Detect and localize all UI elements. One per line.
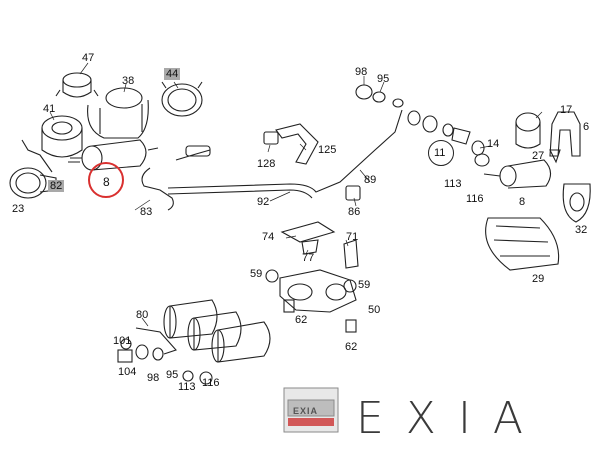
label-98-top: 98 — [355, 66, 368, 78]
label-116-bottom: 116 — [202, 377, 220, 389]
hose-83 — [141, 167, 174, 211]
label-125: 125 — [318, 144, 337, 156]
label-77: 77 — [302, 252, 315, 264]
label-8-right: 8 — [519, 196, 526, 208]
pump-assembly-lower — [163, 299, 271, 363]
clamp-44 — [161, 81, 203, 117]
label-128: 128 — [257, 158, 276, 170]
washer-116 — [199, 371, 213, 385]
label-74: 74 — [262, 231, 275, 243]
label-47: 47 — [82, 52, 95, 64]
bracket-74 — [280, 221, 336, 243]
clip-77 — [301, 239, 319, 255]
label-17: 17 — [560, 104, 573, 116]
sleeve-41 — [41, 115, 83, 158]
label-113-bottom: 113 — [178, 381, 196, 393]
label-95-bottom: 95 — [166, 369, 179, 381]
exia-logo-graphic — [283, 387, 339, 433]
nut-113 — [182, 370, 194, 382]
cover-29 — [485, 217, 560, 271]
label-82: 82 — [48, 180, 65, 192]
bracket-125 — [275, 123, 319, 165]
highlight-circle — [88, 162, 124, 198]
label-83: 83 — [140, 206, 153, 218]
label-113-top: 113 — [444, 178, 462, 190]
label-50: 50 — [368, 304, 381, 316]
fitting-101 — [120, 338, 132, 350]
label-41: 41 — [43, 103, 56, 115]
nut-59a — [265, 269, 279, 283]
fuel-line-92 — [167, 109, 403, 193]
strap-32 — [562, 183, 591, 223]
washer-98 — [135, 344, 149, 360]
label-14: 14 — [487, 138, 500, 150]
callout-circle-11 — [428, 140, 454, 166]
bolt-62b — [345, 319, 357, 333]
label-23: 23 — [12, 203, 25, 215]
label-29: 29 — [532, 273, 545, 285]
label-38: 38 — [122, 75, 135, 87]
label-98-bottom: 98 — [147, 372, 160, 384]
label-62-left: 62 — [295, 314, 308, 326]
label-86: 86 — [348, 206, 361, 218]
label-27: 27 — [532, 150, 545, 162]
label-59-right: 59 — [358, 279, 371, 291]
bolt-62a — [283, 299, 295, 313]
accumulator-47 — [55, 72, 99, 98]
fuel-pump-8-right — [474, 153, 552, 189]
label-89: 89 — [364, 174, 377, 186]
label-116-top: 116 — [466, 193, 484, 205]
label-6: 6 — [583, 121, 590, 133]
bolt-27 — [549, 149, 561, 164]
label-71: 71 — [346, 231, 359, 243]
label-104: 104 — [118, 366, 137, 378]
brand-wordmark: EXIA — [356, 393, 546, 444]
mount-50 — [279, 269, 357, 313]
fuel-filter-38 — [87, 87, 149, 139]
label-92: 92 — [257, 196, 270, 208]
label-44: 44 — [164, 68, 181, 80]
nut-59b — [343, 279, 357, 293]
label-11: 11 — [434, 147, 446, 159]
label-59-left: 59 — [250, 268, 263, 280]
logo-text: EXIA — [293, 406, 319, 416]
fitting-98-95 — [355, 84, 404, 108]
label-62-right: 62 — [345, 341, 358, 353]
clip-86 — [345, 185, 361, 201]
washer-95 — [152, 347, 164, 361]
clip-71 — [343, 239, 359, 269]
label-95-top: 95 — [377, 73, 390, 85]
bracket-17-6 — [515, 111, 581, 157]
nut-128 — [263, 131, 279, 145]
label-8-highlighted: 8 — [103, 175, 110, 189]
fitting-104 — [117, 349, 133, 363]
label-80: 80 — [136, 309, 149, 321]
bracket-80 — [135, 327, 177, 355]
label-32: 32 — [575, 224, 588, 236]
label-101: 101 — [113, 335, 132, 347]
